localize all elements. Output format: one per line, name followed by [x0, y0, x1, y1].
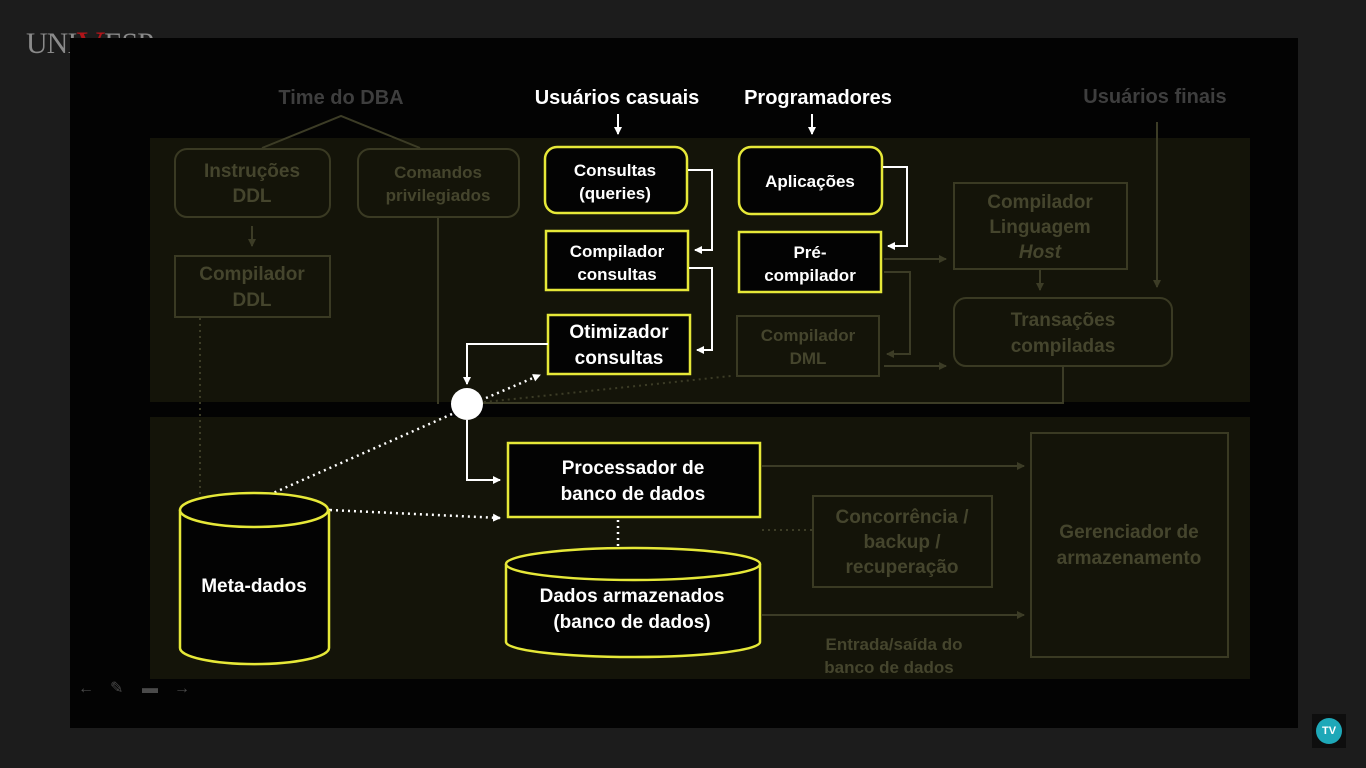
queries-box	[543, 145, 689, 215]
stored-data-label: Dados armazenados	[540, 586, 725, 607]
metadata-label: Meta-dados	[201, 576, 307, 597]
svg-text:Consultas: Consultas	[574, 161, 656, 180]
group-end-users: Usuários finais	[1083, 86, 1226, 108]
svg-text:DML: DML	[790, 349, 827, 368]
svg-text:Otimizador: Otimizador	[569, 322, 669, 343]
svg-text:privilegiados: privilegiados	[386, 186, 491, 205]
io-label: Entrada/saída do	[826, 635, 963, 654]
svg-text:Compilador: Compilador	[570, 242, 665, 261]
svg-text:Concorrência /: Concorrência /	[835, 507, 969, 528]
svg-text:Aplicações: Aplicações	[765, 172, 855, 191]
query-compiler-box	[544, 229, 690, 292]
db-processor-box	[506, 441, 762, 519]
svg-text:banco de dados: banco de dados	[824, 658, 953, 677]
svg-text:Gerenciador de: Gerenciador de	[1059, 522, 1198, 543]
slide-controls: ← ✎ ▬ →	[78, 680, 192, 697]
pen-icon[interactable]: ✎	[110, 680, 124, 697]
forward-icon[interactable]: →	[174, 680, 190, 697]
svg-text:backup /: backup /	[863, 532, 941, 553]
storage-manager-box	[1030, 432, 1229, 658]
svg-text:compiladas: compiladas	[1011, 336, 1116, 357]
svg-text:Compilador: Compilador	[761, 326, 856, 345]
svg-text:(banco de dados): (banco de dados)	[553, 612, 710, 633]
group-casual-users: Usuários casuais	[535, 87, 700, 109]
svg-text:Compilador: Compilador	[199, 264, 305, 285]
applications-box	[737, 145, 884, 216]
stored-data-cylinder	[504, 546, 762, 659]
dml-compiler-box	[736, 315, 880, 377]
svg-text:Host: Host	[1019, 242, 1062, 263]
svg-text:Comandos: Comandos	[394, 163, 482, 182]
svg-text:banco de dados: banco de dados	[561, 484, 706, 505]
svg-text:DDL: DDL	[232, 290, 271, 311]
svg-text:consultas: consultas	[577, 265, 656, 284]
precompiler-box	[737, 230, 883, 294]
group-programmers: Programadores	[744, 87, 892, 109]
svg-text:Instruções: Instruções	[204, 161, 300, 182]
ddl-statements-box	[174, 148, 331, 218]
svg-text:recuperação: recuperação	[845, 557, 958, 578]
back-icon[interactable]: ←	[78, 680, 94, 697]
svg-text:DDL: DDL	[232, 186, 271, 207]
tv-channel-icon: TV	[1312, 714, 1346, 748]
svg-text:Compilador: Compilador	[987, 192, 1093, 213]
metadata-cylinder	[178, 491, 331, 666]
concurrency-backup-recovery-box	[812, 495, 993, 588]
svg-text:consultas: consultas	[575, 348, 664, 369]
svg-text:Linguagem: Linguagem	[989, 217, 1090, 238]
svg-text:Processador de: Processador de	[562, 458, 705, 479]
privileged-commands-box	[357, 148, 520, 218]
screen-icon[interactable]: ▬	[142, 680, 158, 697]
svg-text:compilador: compilador	[764, 266, 856, 285]
svg-text:armazenamento: armazenamento	[1057, 548, 1202, 569]
svg-text:Transações: Transações	[1011, 310, 1116, 331]
host-language-compiler-box	[953, 182, 1128, 270]
svg-text:Pré-: Pré-	[793, 243, 826, 262]
junction-node	[451, 388, 483, 420]
ddl-compiler-box	[174, 255, 331, 318]
group-dba: Time do DBA	[278, 87, 403, 109]
svg-text:(queries): (queries)	[579, 184, 651, 203]
